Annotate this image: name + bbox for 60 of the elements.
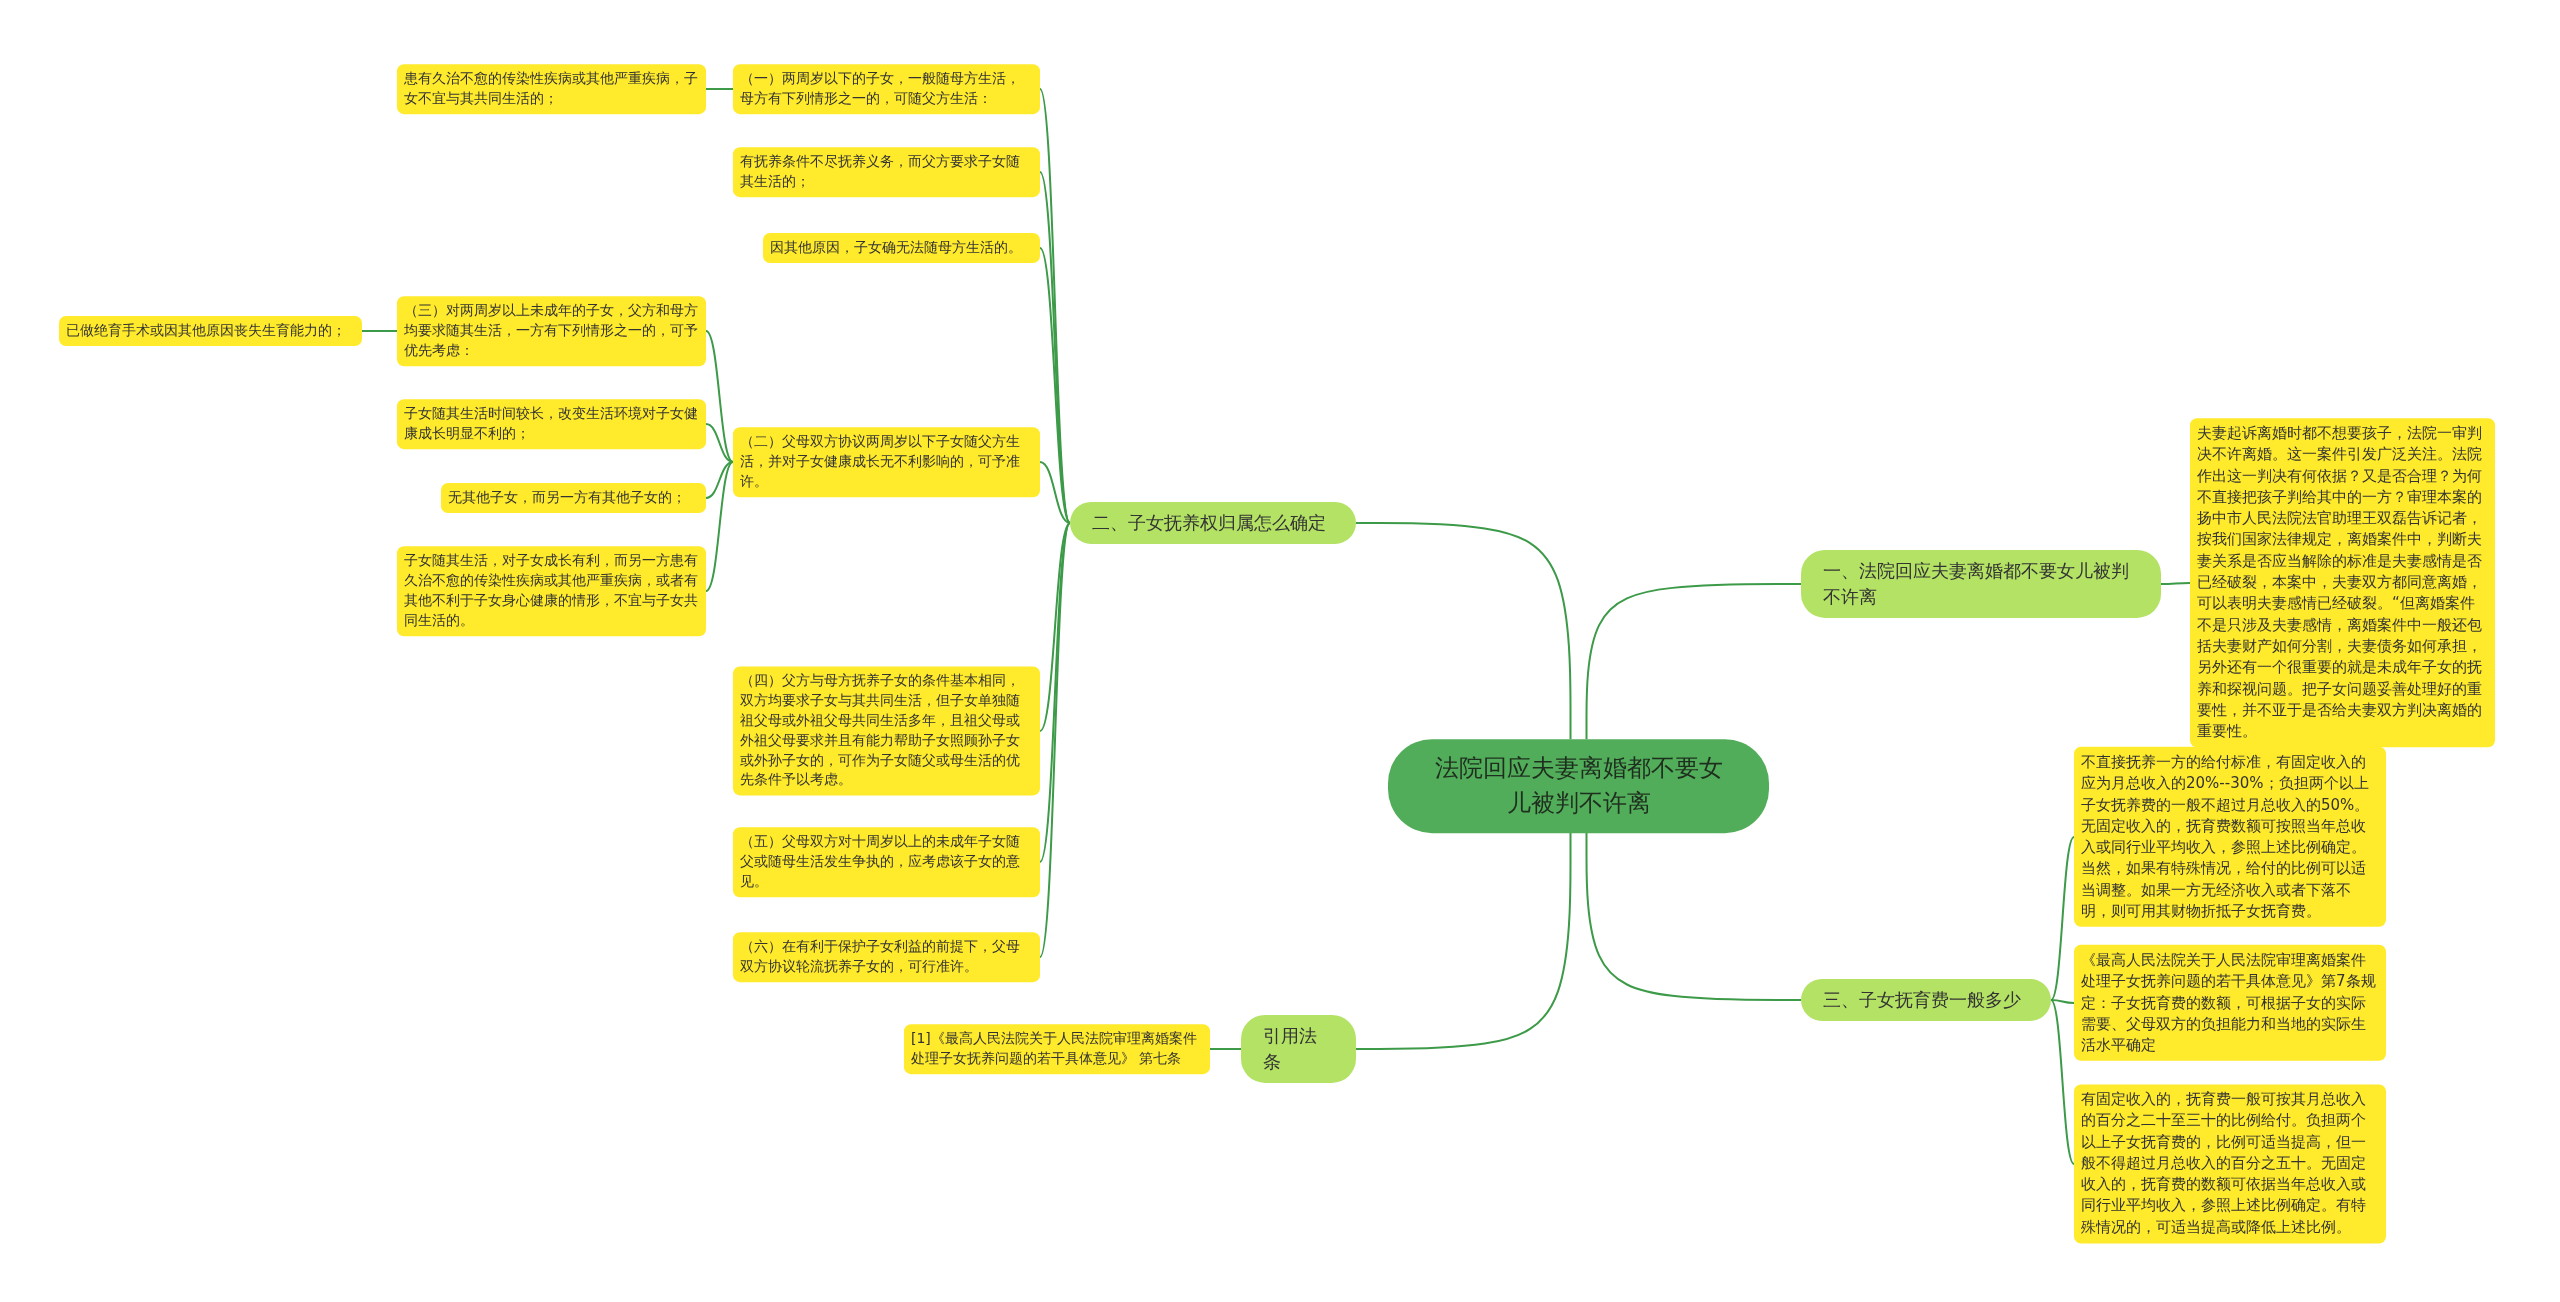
note-card [397, 64, 706, 114]
note-text: [1]《最高人民法院关于人民法院审理离婚案件处理子女抚养问题的若干具体意见》 第七条 [911, 1029, 1198, 1068]
note-card [733, 64, 1040, 114]
connector-line [1355, 522, 1572, 741]
note-text: 无其他子女，而另一方有其他子女的； [448, 488, 687, 508]
note-text: 有固定收入的，抚育费一般可按其月总收入的百分之二十至三十的比例给付。负担两个以上子女抚育费的，比例可适当提高，但一般不得超过月总收入的百分之五十。无固定收入的，抚育费的数额可依据当年总收入或同行业平均收入，参照上述比例确定。有特殊情况的，可适当提高或降低上述比例。 [2081, 1089, 2367, 1239]
connector-line [1585, 583, 1802, 741]
note-card [397, 399, 706, 449]
note-text: （一）两周岁以下的子女，一般随母方生活，母方有下列情形之一的，可随父方生活： [740, 69, 1021, 108]
connector-line [2050, 836, 2075, 1001]
note-card [397, 546, 706, 636]
note-text: （五）父母双方对十周岁以上的未成年子女随父或随母生活发生争执的，应考虑该子女的意见。 [740, 832, 1021, 891]
note-card [397, 296, 706, 366]
connector-line [1209, 1048, 1242, 1050]
connector-line [705, 461, 734, 499]
note-text: 已做绝育手术或因其他原因丧失生育能力的； [66, 321, 347, 341]
connector-line [705, 330, 734, 463]
topic-text: 一、法院回应夫妻离婚都不要女儿被判不许离 [1823, 558, 2130, 609]
connector-line [1355, 831, 1572, 1050]
note-card [59, 316, 362, 346]
note-card [733, 147, 1040, 197]
connector-line [1039, 522, 1071, 732]
branch-topic [1070, 501, 1356, 545]
topic-text: 二、子女抚养权归属怎么确定 [1092, 510, 1327, 535]
connector-line [705, 461, 734, 592]
connector-line [361, 330, 398, 332]
connector-line [705, 88, 734, 90]
topic-text: 法院回应夫妻离婚都不要女儿被判不许离 [1433, 753, 1724, 819]
topic-text: 三、子女抚育费一般多少 [1823, 987, 2022, 1012]
connector-line [2160, 582, 2191, 585]
note-text: （六）在有利于保护子女利益的前提下，父母双方协议轮流抚养子女的，可行准许。 [740, 937, 1021, 976]
note-text: 《最高人民法院关于人民法院审理离婚案件处理子女抚养问题的若干具体意见》第7条规定：子女抚育费的数额，可根据子女的实际需要、父母双方的负担能力和当地的实际生活水平确定 [2081, 949, 2377, 1056]
note-text: 子女随其生活，对子女成长有利，而另一方患有久治不愈的传染性疾病或其他严重疾病，或者有其他不利于子女身心健康的情形，不宜与子女共同生活的。 [404, 551, 699, 630]
topic-text: 引用法条 [1263, 1023, 1318, 1074]
note-text: 夫妻起诉离婚时都不想要孩子，法院一审判决不许离婚。这一案件引发广泛关注。法院作出这一判决有何依据？又是否合理？为何不直接把孩子判给其中的一方？审理本案的扬中市人民法院法官助理王双磊告诉记者，按我们国家法律规定，离婚案件中，判断夫妻关系是否应当解除的标准是夫妻感情是否已经破裂，本案中，夫妻双方都同意离婚，可以表明夫妻感情已经破裂。“但离婚案件不是只涉及夫妻感情，离婚案件中一般还包括夫妻财产如何分割，夫妻债务如何承担，另外还有一个很重要的就是未成年子女的抚养和探视问题。把子女问题妥善处理好的重要性，并不亚于是否给夫妻双方判决离婚的重要性。 [2197, 423, 2483, 743]
connector-line [705, 423, 734, 463]
note-text: （二）父母双方协议两周岁以下子女随父方生活，并对子女健康成长无不利影响的，可予准许。 [740, 432, 1021, 491]
note-text: 患有久治不愈的传染性疾病或其他严重疾病，子女不宜与其共同生活的； [404, 69, 699, 108]
note-card [733, 666, 1040, 796]
note-text: 因其他原因，子女确无法随母方生活的。 [770, 238, 1023, 258]
branch-topic [1241, 1014, 1356, 1084]
note-card [733, 427, 1040, 497]
note-card [441, 483, 706, 513]
note-text: 不直接抚养一方的给付标准，有固定收入的应为月总收入的20%--30%；负担两个以上子女抚养费的一般不超过月总收入的50%。无固定收入的，抚育费数额可按照当年总收入或同行业平均收入，参照上述比例确定。当然，如果有特殊情况，给付的比例可以适当调整。如果一方无经济收入或者下落不明，则可用其财物折抵子女抚育费。 [2081, 751, 2371, 922]
connector-line [2050, 999, 2075, 1004]
note-card [733, 827, 1040, 897]
connector-line [1039, 461, 1071, 524]
branch-topic [1801, 978, 2051, 1022]
connector-line [2050, 999, 2075, 1165]
note-text: （三）对两周岁以上未成年的子女，父方和母方均要求随其生活，一方有下列情形之一的，可予优先考虑： [404, 301, 699, 360]
note-card [733, 932, 1040, 982]
note-text: （四）父方与母方抚养子女的条件基本相同，双方均要求子女与其共同生活，但子女单独随祖父母或外祖父母共同生活多年，且祖父母或外祖父母要求并且有能力帮助子女照顾孙子女或外孙子女的，可作为子女随父或母生活的优先条件予以考虑。 [740, 671, 1021, 790]
branch-topic [1801, 549, 2161, 619]
note-card [904, 1024, 1210, 1074]
connector-line [1039, 522, 1071, 958]
note-card [763, 233, 1040, 263]
connector-line [1039, 247, 1071, 524]
note-text: 有抚养条件不尽抚养义务，而父方要求子女随其生活的； [740, 152, 1021, 191]
connector-line [1585, 831, 1802, 1001]
note-text: 子女随其生活时间较长，改变生活环境对子女健康成长明显不利的； [404, 404, 699, 443]
